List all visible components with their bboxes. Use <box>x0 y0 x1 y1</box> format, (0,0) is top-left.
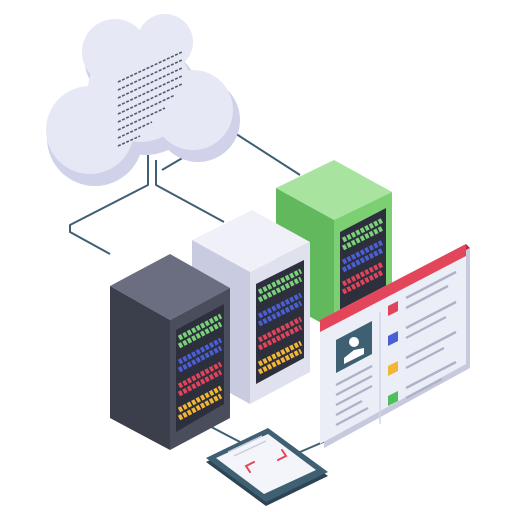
tablet-icon <box>206 428 328 506</box>
cloud-icon <box>46 14 240 186</box>
server-rack-icon-dark <box>110 254 230 450</box>
cloud-text-lines <box>117 51 183 147</box>
user-profile-window-icon <box>320 244 470 448</box>
avatar <box>336 321 372 373</box>
expand-arrows-icon <box>244 449 288 473</box>
